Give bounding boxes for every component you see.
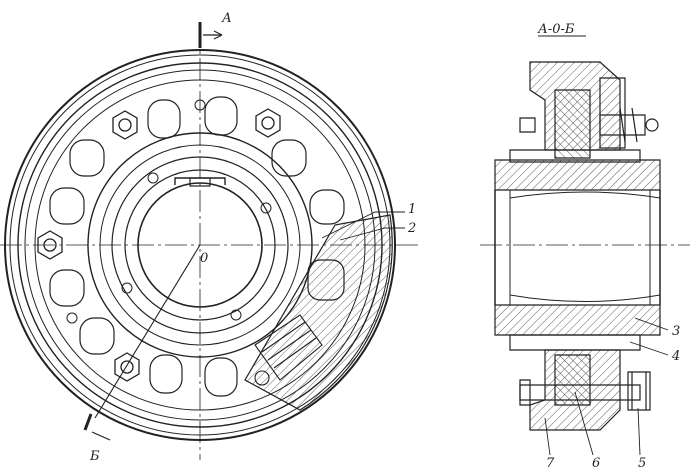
center-label: 0 [200, 251, 208, 266]
section-letter-a: А [221, 11, 232, 26]
callout-3: 3 [672, 324, 680, 339]
friction-pads [49, 96, 345, 397]
section-letter-b: Б [89, 449, 100, 464]
section-title: А-0-Б [537, 22, 575, 37]
front-view [0, 22, 420, 460]
callout-2: 2 [407, 221, 416, 236]
spring-pack [254, 314, 323, 386]
callout-1: 1 [408, 202, 416, 217]
bolt-nuts [37, 108, 281, 382]
callout-4: 4 [671, 349, 680, 364]
callout-5: 5 [638, 456, 646, 471]
callout-7: 7 [546, 456, 555, 471]
callout-6: 6 [592, 456, 600, 471]
section-view [480, 35, 690, 456]
